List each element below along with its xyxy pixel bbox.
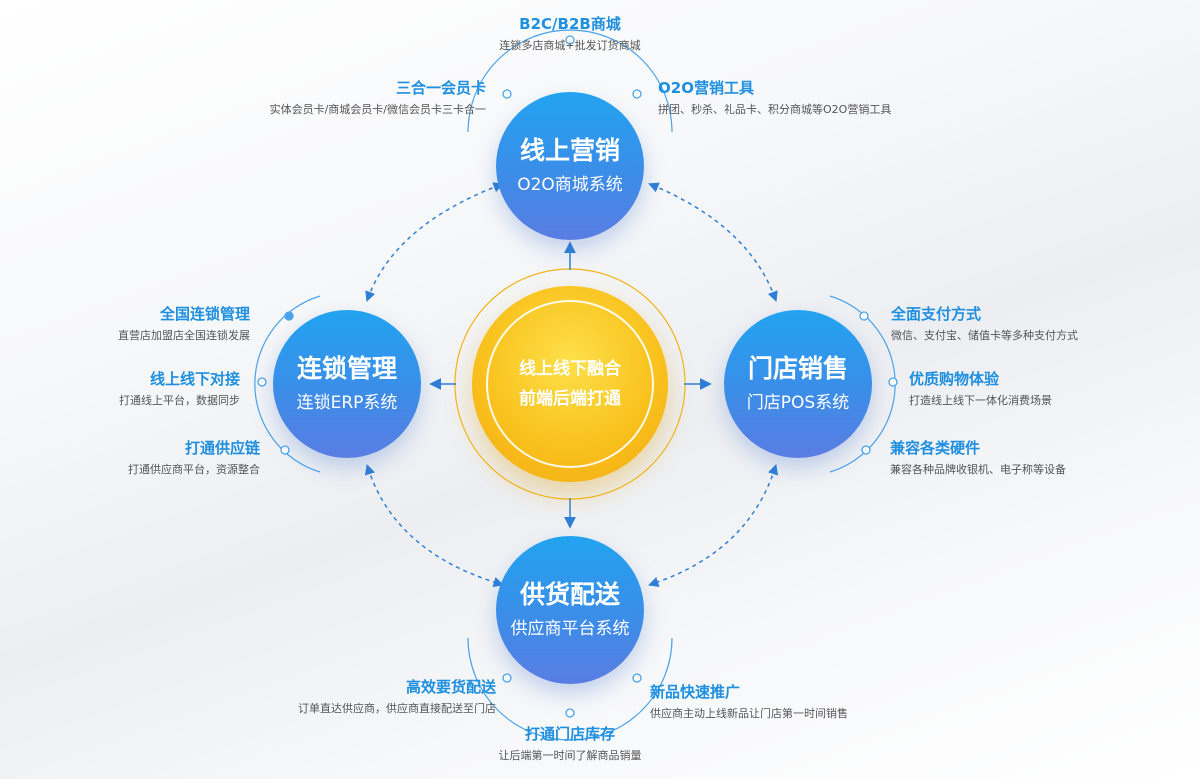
module-subtitle: 门店POS系统 [746, 393, 850, 413]
module-title: 供货配送 [519, 580, 620, 609]
feature-hardware: 兼容各类硬件 兼容各种品牌收银机、电子称等设备 [890, 438, 1180, 478]
feature-store-inventory: 打通门店库存 让后端第一时间了解商品销量 [440, 724, 700, 764]
feature-online-offline: 线上线下对接 打通线上平台，数据同步 [50, 369, 240, 409]
center-line-2: 前端后端打通 [519, 389, 621, 409]
feature-title: 全面支付方式 [891, 305, 982, 323]
feature-national-chain: 全国连锁管理 直营店加盟店全国连锁发展 [60, 304, 250, 344]
arc-dot [859, 311, 869, 321]
feature-desc: 供应商主动上线新品让门店第一时间销售 [650, 707, 848, 720]
arc-dot [632, 673, 642, 683]
feature-desc: 兼容各种品牌收银机、电子称等设备 [890, 463, 1066, 476]
feature-desc: 微信、支付宝、储值卡等多种支付方式 [891, 329, 1078, 342]
feature-title: B2C/B2B商城 [519, 15, 621, 33]
feature-payment-methods: 全面支付方式 微信、支付宝、储值卡等多种支付方式 [891, 304, 1181, 344]
feature-desc: 打通线上平台，数据同步 [119, 394, 240, 407]
arc-dot [565, 708, 575, 718]
module-subtitle: O2O商城系统 [517, 175, 623, 195]
module-subtitle: 连锁ERP系统 [296, 393, 398, 413]
arc-top [467, 29, 673, 133]
feature-efficient-delivery: 高效要货配送 订单直达供应商，供应商直接配送至门店 [230, 677, 496, 717]
center-inner-ring [486, 300, 654, 468]
feature-member-card: 三合一会员卡 实体会员卡/商城会员卡/微信会员卡三卡合一 [190, 78, 486, 118]
feature-title: 打通供应链 [184, 439, 260, 457]
arc-dot [284, 311, 294, 321]
feature-shopping-experience: 优质购物体验 打造线上线下一体化消费场景 [909, 369, 1179, 409]
feature-title: 打通门店库存 [524, 725, 615, 743]
feature-desc: 实体会员卡/商城会员卡/微信会员卡三卡合一 [269, 103, 486, 116]
feature-b2c-b2b-mall: B2C/B2B商城 连锁多店商城+批发订货商城 [470, 14, 670, 54]
arc-dot [502, 673, 512, 683]
module-chain-management: 连锁管理 连锁ERP系统 [273, 310, 421, 458]
module-supply-delivery: 供货配送 供应商平台系统 [496, 536, 644, 684]
module-store-sales: 门店销售 门店POS系统 [724, 310, 872, 458]
module-subtitle: 供应商平台系统 [510, 619, 630, 639]
arc-dot [888, 377, 898, 387]
connector-top-right [648, 182, 778, 302]
feature-o2o-tools: O2O营销工具 拼团、秒杀、礼品卡、积分商城等O2O营销工具 [658, 78, 958, 118]
module-title: 门店销售 [747, 354, 848, 383]
feature-title: 全国连锁管理 [159, 305, 250, 323]
module-title: 线上营销 [519, 136, 620, 165]
arc-bottom [467, 637, 673, 741]
feature-title: 兼容各类硬件 [890, 439, 981, 457]
feature-desc: 连锁多店商城+批发订货商城 [499, 39, 641, 52]
feature-title: O2O营销工具 [658, 79, 754, 97]
feature-title: 优质购物体验 [909, 370, 1000, 388]
feature-title: 高效要货配送 [405, 678, 496, 696]
feature-desc: 让后端第一时间了解商品销量 [498, 749, 642, 762]
feature-title: 线上线下对接 [149, 370, 240, 388]
feature-desc: 订单直达供应商，供应商直接配送至门店 [298, 702, 496, 715]
feature-new-product-promotion: 新品快速推广 供应商主动上线新品让门店第一时间销售 [650, 682, 940, 722]
connector-right-bottom [648, 464, 779, 587]
feature-desc: 直营店加盟店全国连锁发展 [118, 329, 250, 342]
center-line-1: 线上线下融合 [519, 359, 621, 379]
center-circle: 线上线下融合 前端后端打通 [472, 286, 668, 482]
arc-dot [502, 89, 512, 99]
arc-dot [632, 89, 642, 99]
module-title: 连锁管理 [296, 354, 397, 383]
feature-title: 三合一会员卡 [395, 79, 486, 97]
connector-left-bottom [364, 464, 505, 588]
connector-top-left [365, 182, 504, 302]
arc-dot [861, 445, 871, 455]
arc-dot [280, 445, 290, 455]
module-online-marketing: 线上营销 O2O商城系统 [496, 92, 644, 240]
feature-desc: 拼团、秒杀、礼品卡、积分商城等O2O营销工具 [658, 103, 892, 116]
feature-supply-chain: 打通供应链 打通供应商平台，资源整合 [70, 438, 260, 478]
arc-dot [565, 35, 575, 45]
feature-desc: 打通供应商平台，资源整合 [128, 463, 260, 476]
arc-dot [257, 377, 267, 387]
feature-title: 新品快速推广 [650, 683, 741, 701]
feature-desc: 打造线上线下一体化消费场景 [909, 394, 1052, 407]
